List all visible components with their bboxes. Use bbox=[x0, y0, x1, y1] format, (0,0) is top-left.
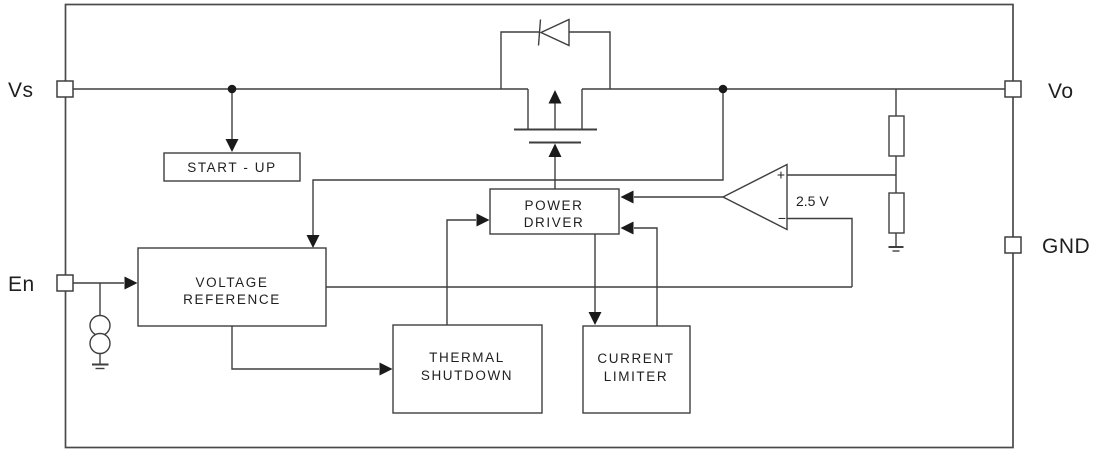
current-limiter-label-line2: LIMITER bbox=[604, 369, 668, 384]
reference-to-thermal-arrowhead bbox=[379, 362, 393, 376]
mosfet-body-arrowhead bbox=[548, 90, 562, 104]
thermal-shutdown-label-line2: SHUTDOWN bbox=[421, 368, 513, 383]
voltage-reference-label-line2: REFERENCE bbox=[183, 292, 281, 307]
thermal-to-driver-wire bbox=[446, 219, 476, 325]
ic-boundary bbox=[64, 3, 1014, 449]
pin-gnd-pad bbox=[1004, 236, 1022, 254]
thermal-shutdown-label-line1: THERMAL bbox=[429, 350, 505, 365]
vo-sense-wire bbox=[312, 89, 724, 237]
amp-to-driver-arrowhead bbox=[620, 190, 634, 204]
power-driver-box bbox=[489, 188, 620, 235]
driver-to-limiter-arrowhead bbox=[588, 312, 602, 325]
error-amplifier: + − 2.5 V bbox=[721, 163, 829, 231]
diode-triangle bbox=[539, 18, 570, 47]
body-diode-icon bbox=[500, 18, 611, 89]
reference-voltage-label: 2.5 V bbox=[796, 193, 829, 209]
enable-current-source bbox=[89, 283, 111, 370]
pin-vs-label: Vs bbox=[8, 79, 34, 102]
resistor-r1-icon bbox=[888, 115, 905, 157]
amp-plus-sign: + bbox=[777, 167, 785, 183]
power-driver-block: POWER DRIVER bbox=[489, 188, 620, 235]
voltage-reference-box bbox=[137, 247, 327, 327]
limiter-to-driver-wire bbox=[634, 227, 658, 326]
pin-vs-pad bbox=[56, 80, 74, 98]
diode-loop-right-wire bbox=[569, 31, 611, 89]
start-up-label: START - UP bbox=[187, 160, 277, 175]
power-driver-label-line2: DRIVER bbox=[524, 215, 585, 230]
pin-vo-label: Vo bbox=[1048, 80, 1074, 103]
amp-minus-sign: − bbox=[778, 210, 786, 226]
pin-en: En bbox=[8, 273, 74, 296]
pin-en-pad bbox=[56, 274, 74, 292]
diode-loop-left-wire bbox=[500, 31, 539, 89]
current-limiter-box bbox=[582, 325, 691, 414]
junction-dot bbox=[227, 84, 237, 94]
thermal-shutdown-block: THERMAL SHUTDOWN bbox=[392, 324, 543, 414]
startup-arrowhead bbox=[225, 139, 239, 152]
pin-vo: Vo bbox=[1004, 80, 1074, 103]
thermal-shutdown-box bbox=[392, 324, 543, 414]
amp-minus-input-wire bbox=[787, 217, 853, 287]
arrowheads bbox=[124, 139, 634, 376]
wires bbox=[73, 88, 1005, 370]
gate-drive-arrowhead bbox=[548, 143, 562, 157]
power-driver-label-line1: POWER bbox=[524, 198, 583, 213]
start-up-box bbox=[163, 152, 301, 182]
pin-en-label: En bbox=[8, 273, 35, 296]
current-limiter-block: CURRENT LIMITER bbox=[582, 325, 691, 414]
resistor-r2-icon bbox=[888, 192, 905, 234]
limiter-to-driver-arrowhead bbox=[620, 221, 634, 235]
pass-transistor-icon bbox=[514, 89, 597, 189]
junction-dot bbox=[718, 84, 728, 94]
current-source-icon bbox=[89, 314, 111, 337]
voltage-reference-label-line1: VOLTAGE bbox=[196, 275, 269, 290]
enable-arrowhead bbox=[124, 276, 138, 290]
current-limiter-label-line1: CURRENT bbox=[597, 351, 674, 366]
pin-gnd: GND bbox=[1004, 235, 1090, 258]
current-source-icon-2 bbox=[89, 332, 111, 355]
pin-gnd-label: GND bbox=[1042, 235, 1090, 258]
feedback-divider bbox=[888, 89, 905, 252]
thermal-to-driver-arrowhead bbox=[476, 213, 490, 227]
vo-sense-arrowhead bbox=[306, 235, 320, 248]
error-amplifier-triangle bbox=[721, 163, 788, 231]
reference-to-thermal-wire bbox=[231, 326, 379, 370]
pin-vs: Vs bbox=[8, 79, 74, 102]
voltage-reference-block: VOLTAGE REFERENCE bbox=[137, 247, 327, 327]
pin-vo-pad bbox=[1004, 80, 1022, 98]
start-up-block: START - UP bbox=[163, 152, 301, 182]
